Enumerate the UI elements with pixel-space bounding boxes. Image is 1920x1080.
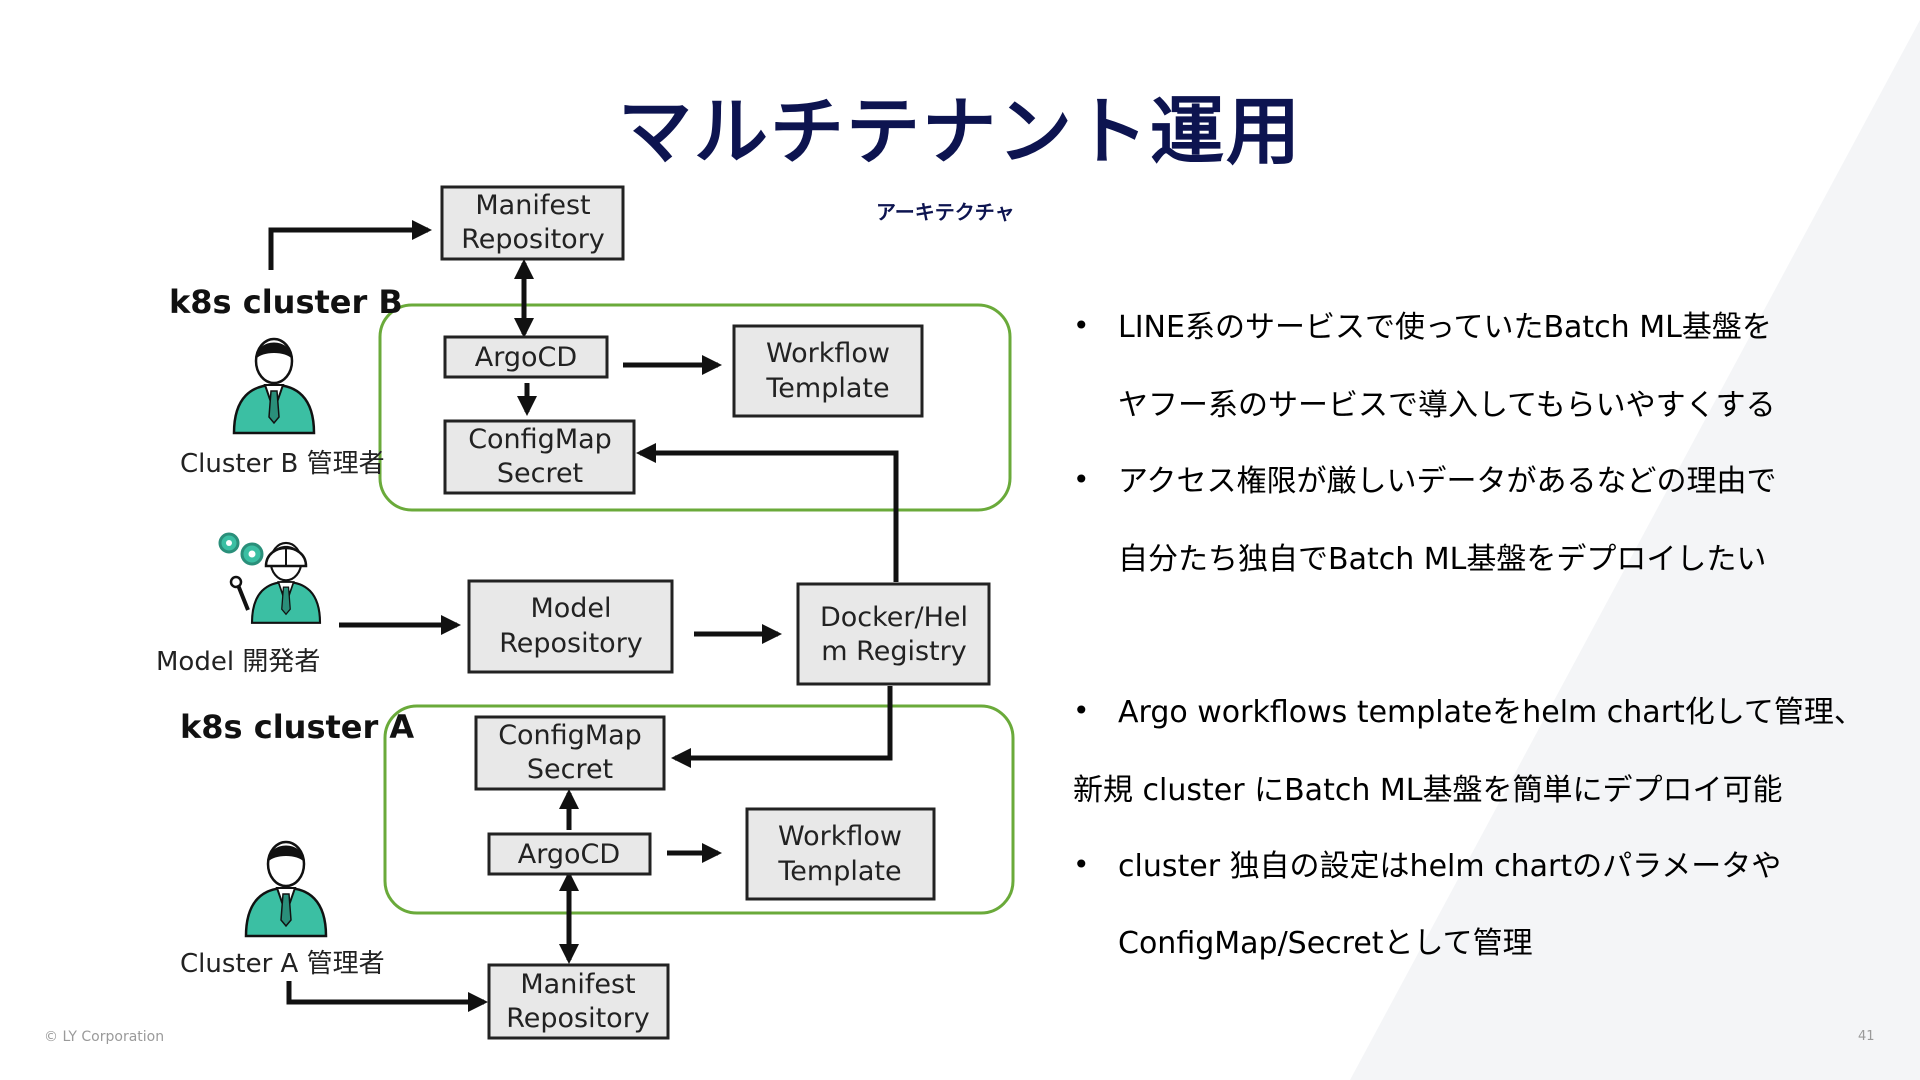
manifest-b-line-2: Repository — [461, 224, 605, 255]
bullet-4-line-1: cluster 独自の設定はhelm chartのパラメータや — [1118, 849, 1782, 884]
bullet-dot-3: • — [1073, 694, 1090, 727]
workflow-a-line-1: Workflow — [778, 821, 902, 852]
model-developer-icon — [218, 532, 322, 624]
configmap-a-line-1: ConfigMap — [498, 720, 642, 751]
bullet-1-line-1: LINE系のサービスで使っていたBatch ML基盤を — [1118, 310, 1772, 345]
page-subtitle: アーキテクチャ — [876, 200, 1015, 224]
configmap-b-line-1: ConfigMap — [468, 424, 612, 455]
argocd-b-label: ArgoCD — [475, 342, 577, 373]
bullet-dot-2: • — [1073, 463, 1090, 496]
cluster-a-label: k8s cluster A — [180, 708, 414, 746]
model-developer-label: Model 開発者 — [156, 647, 320, 677]
cluster-b-container — [378, 303, 1012, 512]
bullet-3-line-2: 新規 cluster にBatch ML基盤を簡単にデプロイ可能 — [1073, 773, 1783, 808]
registry-line-2: m Registry — [821, 636, 966, 667]
configmap-secret-b: ConfigMap Secret — [443, 419, 636, 495]
manifest-a-line-2: Repository — [506, 1003, 650, 1034]
workflow-a-line-2: Template — [777, 856, 901, 887]
cluster-b-admin-icon — [232, 337, 316, 435]
copyright: © LY Corporation — [44, 1029, 165, 1045]
argocd-b: ArgoCD — [443, 335, 609, 379]
workflow-template-b: Workflow Template — [732, 324, 924, 418]
arrow-admin-b-to-manifest — [268, 220, 432, 270]
manifest-a-line-1: Manifest — [520, 969, 635, 1000]
registry-line-1: Docker/Hel — [820, 602, 968, 633]
connectors — [268, 220, 899, 1012]
cluster-b-label: k8s cluster B — [169, 283, 403, 321]
workflow-b-line-1: Workflow — [766, 338, 890, 369]
configmap-a-line-2: Secret — [527, 754, 613, 785]
bullet-4-line-2: ConfigMap/Secretとして管理 — [1118, 926, 1533, 961]
configmap-secret-a: ConfigMap Secret — [474, 715, 666, 791]
manifest-b-line-1: Manifest — [475, 190, 590, 221]
model-repo-line-1: Model — [530, 593, 611, 624]
argocd-a: ArgoCD — [487, 832, 652, 876]
argocd-a-label: ArgoCD — [518, 839, 620, 870]
bullet-2-line-2: 自分たち独自でBatch ML基盤をデプロイしたい — [1118, 542, 1767, 577]
model-repo-line-2: Repository — [499, 628, 643, 659]
bullet-2-line-1: アクセス権限が厳しいデータがあるなどの理由で — [1118, 464, 1777, 499]
architecture-diagram: Manifest Repository ArgoCD Workflow Temp… — [156, 185, 1015, 1040]
bullet-dot-4: • — [1073, 848, 1090, 881]
manifest-repository-a: Manifest Repository — [487, 963, 670, 1040]
arrow-registry-to-configmap-a — [671, 686, 893, 768]
model-repository: Model Repository — [467, 579, 674, 674]
cluster-a-container — [383, 704, 1015, 915]
cluster-a-admin-label: Cluster A 管理者 — [180, 949, 385, 979]
page-number: 41 — [1858, 1029, 1875, 1044]
cluster-a-admin-icon — [244, 840, 328, 938]
arrow-registry-to-configmap-b — [636, 443, 899, 582]
arrow-admin-a-to-manifest — [286, 981, 488, 1012]
docker-helm-registry: Docker/Hel m Registry — [796, 582, 991, 686]
bullet-3-line-1: Argo workflows templateをhelm chart化して管理、 — [1118, 695, 1864, 730]
cluster-b-admin-label: Cluster B 管理者 — [180, 449, 385, 479]
workflow-b-line-2: Template — [765, 373, 889, 404]
bullet-1-line-2: ヤフー系のサービスで導入してもらいやすくする — [1118, 388, 1776, 423]
configmap-b-line-2: Secret — [497, 458, 583, 489]
manifest-repository-b: Manifest Repository — [440, 185, 625, 261]
bullet-dot-1: • — [1073, 309, 1090, 342]
page-title: マルチテナント運用 — [618, 89, 1302, 175]
workflow-template-a: Workflow Template — [745, 807, 936, 901]
